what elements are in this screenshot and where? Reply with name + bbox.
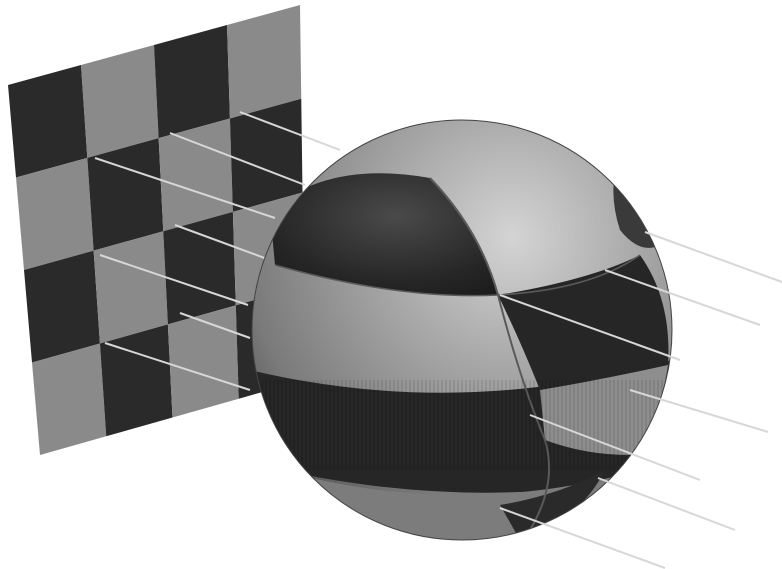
checker-square xyxy=(87,138,163,251)
checker-square xyxy=(32,343,106,455)
textured-sphere xyxy=(240,120,680,545)
checker-square xyxy=(230,99,303,212)
checker-square xyxy=(227,5,301,118)
checker-square xyxy=(16,158,94,270)
projection-ray xyxy=(500,508,665,568)
checker-square xyxy=(100,324,173,436)
checker-square xyxy=(154,25,230,138)
checker-square xyxy=(24,251,100,363)
checker-square xyxy=(81,45,159,158)
projection-ray xyxy=(598,478,735,530)
checker-square xyxy=(94,231,168,343)
sphere-hatching xyxy=(250,380,674,470)
projection-ray xyxy=(645,232,782,282)
checker-square xyxy=(163,212,236,325)
checker-square xyxy=(8,65,87,178)
checker-square xyxy=(159,118,233,231)
